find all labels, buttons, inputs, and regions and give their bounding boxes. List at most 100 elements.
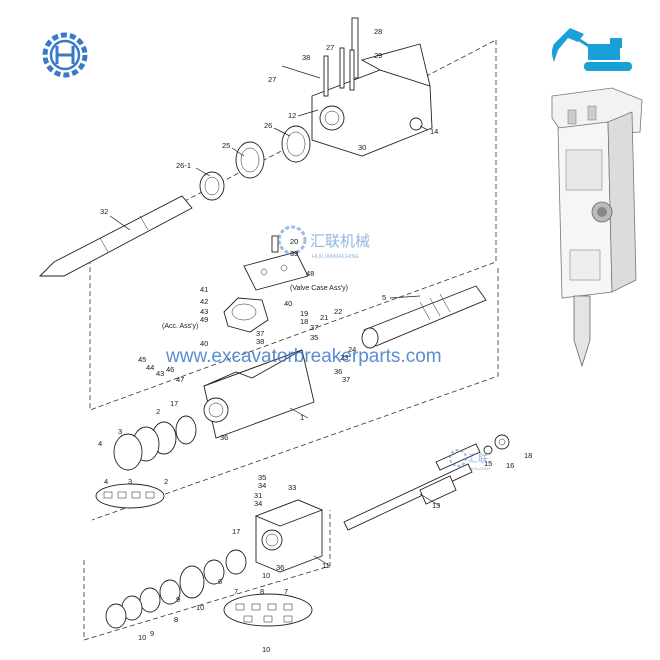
back-head-part (254, 499, 324, 573)
back-head-seals-part (105, 549, 247, 629)
part-label: 2 (156, 407, 160, 416)
part-label: 25 (222, 141, 230, 150)
through-bolt-part (343, 434, 510, 531)
part-label: 6 (218, 577, 222, 586)
part-label: 29 (374, 51, 382, 60)
front-head-part (281, 17, 433, 157)
acc-note: (Acc. Ass'y) (162, 323, 198, 330)
part-label: 32 (100, 207, 108, 216)
part-label: 33 (288, 483, 296, 492)
part-label: 37 (342, 375, 350, 384)
center-watermark: 汇联机械 HUILIANMACHINE (277, 225, 370, 260)
seal-rings-part (113, 415, 197, 471)
part-label: 13 (432, 501, 440, 510)
part-label: 12 (288, 111, 296, 120)
valve-case-part (243, 235, 309, 291)
bushings-part (199, 117, 423, 201)
part-label: 37 (310, 323, 318, 332)
part-label: 16 (506, 461, 514, 470)
part-label: 34 (254, 499, 262, 508)
part-label: 48 (306, 269, 314, 278)
part-label: 4 (98, 439, 102, 448)
piston-part (361, 285, 487, 349)
company-logo-icon (42, 32, 88, 78)
svg-text:HUILIANMA: HUILIANMA (469, 466, 491, 471)
middle-assembly-frame (91, 268, 499, 521)
part-label: 38 (302, 53, 310, 62)
valve-case-note: (Valve Case Ass'y) (290, 285, 348, 292)
part-label: 10 (262, 645, 270, 654)
part-label: 11 (322, 561, 330, 570)
part-label: 42 (200, 297, 208, 306)
upper-assembly-frame (89, 39, 497, 411)
part-label: 26-1 (176, 161, 191, 170)
part-label: 27 (326, 43, 334, 52)
lower-assembly-frame (83, 510, 331, 641)
part-label: 17 (170, 399, 178, 408)
part-label: 10 (262, 571, 270, 580)
part-label: 40 (284, 299, 292, 308)
part-label: 18 (300, 317, 308, 326)
part-label: 36 (220, 433, 228, 442)
part-label: 44 (146, 363, 154, 372)
part-label: 7 (284, 587, 288, 596)
part-label: 9 (176, 595, 180, 604)
part-label: 27 (268, 75, 276, 84)
part-label: 17 (232, 527, 240, 536)
part-label: 43 (200, 307, 208, 316)
part-label: 39 (290, 249, 298, 258)
part-label: 5 (382, 293, 386, 302)
cylinder-part (203, 349, 315, 439)
part-label: 34 (258, 481, 266, 490)
part-label: 36 (276, 563, 284, 572)
accumulator-part (223, 297, 269, 333)
part-label: 35 (258, 473, 266, 482)
part-label: 37 (256, 329, 264, 338)
part-label: 4 (104, 477, 108, 486)
part-label: 19 (300, 309, 308, 318)
part-label: 43 (156, 369, 164, 378)
part-label: 14 (430, 127, 438, 136)
part-label: 21 (320, 313, 328, 322)
small-watermark: 汇联 HUILIANMA (449, 449, 491, 471)
part-label: 20 (290, 237, 298, 246)
leader-lines (109, 109, 441, 567)
seal-detail-inset (95, 483, 165, 509)
breaker-illustration (551, 87, 643, 368)
part-label: 45 (138, 355, 146, 364)
part-label: 8 (260, 587, 264, 596)
excavator-icon (552, 28, 632, 71)
svg-text:汇联机械: 汇联机械 (310, 232, 370, 250)
svg-text:汇联: 汇联 (468, 452, 488, 465)
part-label: 47 (176, 375, 184, 384)
part-label: 3 (118, 427, 122, 436)
part-label: 41 (200, 285, 208, 294)
back-seal-detail-inset (223, 593, 313, 627)
part-label: 10 (138, 633, 146, 642)
part-label: 31 (254, 491, 262, 500)
part-label: 23 (340, 353, 348, 362)
part-label: 30 (358, 143, 366, 152)
part-label: 1 (300, 413, 304, 422)
url-watermark: www.excavatorbreakerparts.com (165, 346, 442, 367)
svg-text:HUILIANMACHINE: HUILIANMACHINE (312, 254, 359, 260)
part-label: 2 (164, 477, 168, 486)
part-label: 36 (334, 367, 342, 376)
part-label: 9 (150, 629, 154, 638)
part-label: 49 (200, 315, 208, 324)
part-label: 8 (174, 615, 178, 624)
part-label: 28 (374, 27, 382, 36)
part-label: 38 (256, 337, 264, 346)
chisel-part (38, 195, 193, 277)
part-labels: 28 27 29 38 27 12 14 30 26 25 26-1 32 20… (98, 27, 532, 654)
part-label: 3 (128, 477, 132, 486)
part-label: 10 (196, 603, 204, 612)
part-label: 7 (234, 587, 238, 596)
part-label: 15 (484, 459, 492, 468)
part-label: 22 (334, 307, 342, 316)
part-label: 35 (310, 333, 318, 342)
part-label: 26 (264, 121, 272, 130)
part-label: 18 (524, 451, 532, 460)
part-label: 46 (166, 365, 174, 374)
